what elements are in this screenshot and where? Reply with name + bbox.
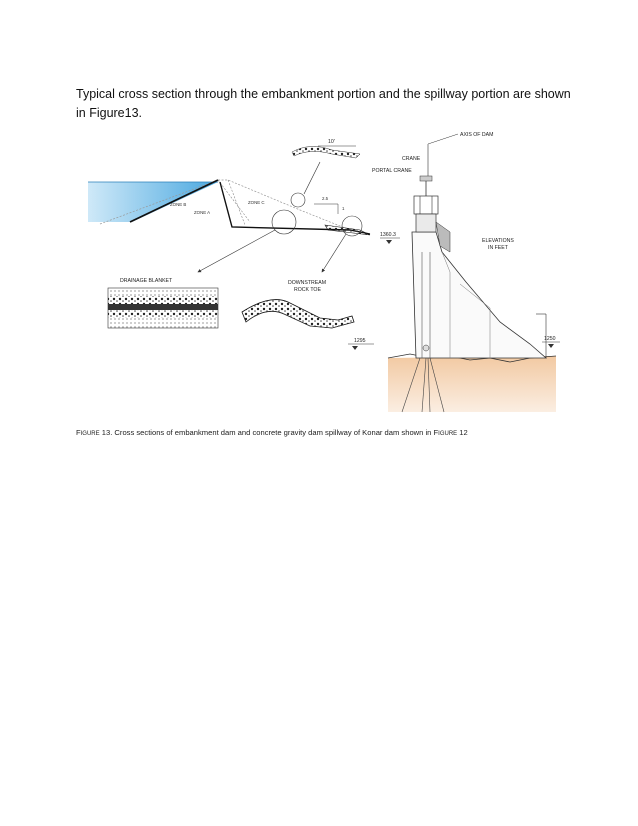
portal-crane [413,175,451,253]
downstream-label-2: ROCK TOE [294,287,321,293]
foundation-anchors [401,344,445,413]
spillway-section: AXIS OF DAM CRANE PORTAL CRANE 1360.3 EL… [348,132,560,413]
figure-13: ZONE B ZONE A ZONE C 2.5 1 10' D [70,122,570,422]
caption-fig-rest: IGURE [80,431,100,437]
detail-circle-drain [341,215,363,237]
slope-run-label: 2.5 [322,196,329,201]
intro-paragraph: Typical cross section through the embank… [76,86,571,120]
zone-b-label: ZONE B [170,202,186,207]
embankment-outline [99,179,351,231]
portal-crane-label: PORTAL CRANE [372,168,412,174]
caption-ref-rest: IGURE [438,431,458,437]
zone-a-label: ZONE A [194,210,210,215]
downstream-label-1: DOWNSTREAM [288,280,326,286]
drainage-blanket-label: DRAINAGE BLANKET [120,278,173,284]
caption-ref-number: 12 [457,428,468,437]
slope-rise-label: 1 [342,206,345,211]
caption-main-text: 13. Cross sections of embankment dam and… [99,428,434,437]
dam-body [411,231,548,359]
detail-circle-toe [271,209,297,235]
caption-fig-initial: F [76,428,81,437]
dam-cross-section-diagram: ZONE B ZONE A ZONE C 2.5 1 10' D [88,132,560,413]
elev-1295-label: 1295 [354,338,366,344]
foundation-soil [388,356,556,412]
detail-circle-crest [290,192,306,208]
elevations-label-2: IN FEET [488,245,509,251]
caption-ref-initial: F [433,428,439,437]
rock-toe-detail: DOWNSTREAM ROCK TOE [241,280,355,329]
downstream-toe [324,224,371,236]
crest-detail: 10' [291,139,361,159]
axis-of-dam-label: AXIS OF DAM [460,132,493,138]
elev-1360-label: 1360.3 [380,232,396,238]
figure-caption: FIGURE 13. Cross sections of embankment … [76,428,576,437]
crest-width-label: 10' [328,139,335,145]
zone-c-label: ZONE C [248,200,265,205]
elevations-label-1: ELEVATIONS [482,238,514,244]
embankment-section: ZONE B ZONE A ZONE C 2.5 1 10' D [88,139,371,329]
crane-label: CRANE [402,156,421,162]
elev-1250-label: 1250 [544,336,556,342]
drainage-blanket-detail: DRAINAGE BLANKET [107,278,219,329]
reservoir-water [88,182,218,222]
